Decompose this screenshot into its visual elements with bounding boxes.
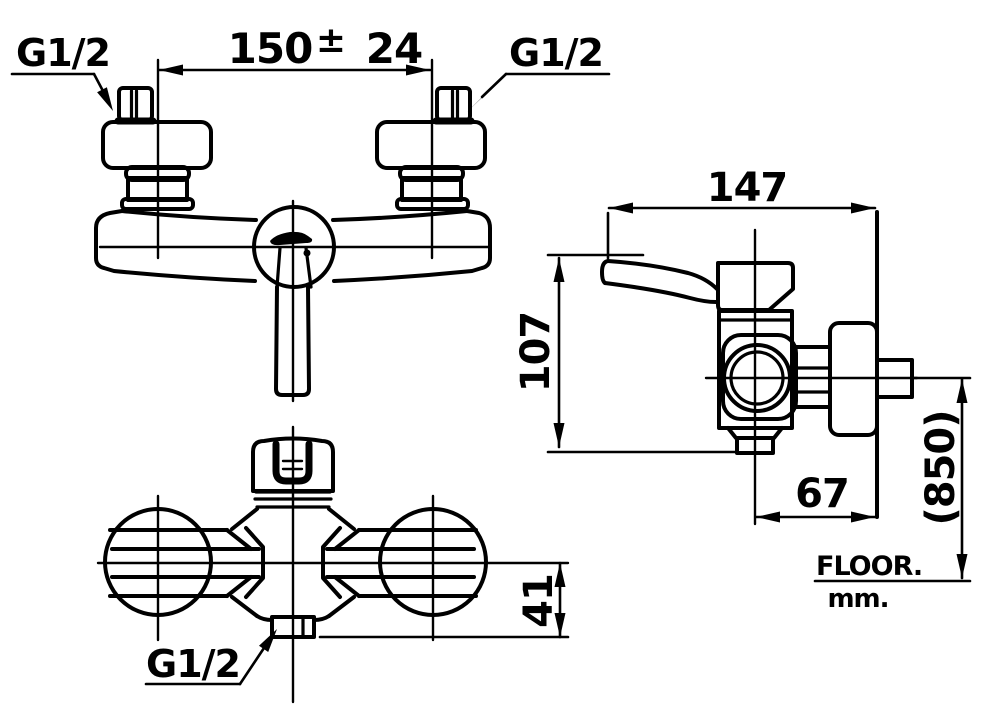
lever-tip xyxy=(600,259,610,285)
dim-mounting-height-value: (850) xyxy=(918,410,964,525)
taper-edge xyxy=(225,575,253,598)
leader-line xyxy=(92,72,105,93)
dim-center-distance-tolerance: 24 xyxy=(366,24,422,73)
lever-cap xyxy=(716,261,795,312)
taper-edge xyxy=(333,528,361,551)
hub-flare xyxy=(230,595,259,618)
leader-arrowhead xyxy=(467,91,488,112)
lever-bottom-edge xyxy=(603,281,718,304)
arrowhead-right xyxy=(851,511,875,523)
dim-center-distance-value: 150 xyxy=(228,24,313,73)
handle-taper-right xyxy=(304,246,313,289)
dim-center-distance-plusminus: ± xyxy=(316,20,346,61)
side-body xyxy=(717,309,798,455)
arrowhead-up xyxy=(553,258,565,282)
dim-outlet-to-wall-value: 67 xyxy=(795,471,849,517)
hub-flare xyxy=(327,595,356,618)
leader-line xyxy=(480,72,508,99)
dim-overall-depth-value: 147 xyxy=(707,165,788,211)
body-top-edge-left xyxy=(120,209,258,222)
body-right-outline xyxy=(332,209,492,283)
dimension-overall-depth: 147 xyxy=(606,165,877,260)
taper-edge xyxy=(333,575,361,598)
arrowhead-right xyxy=(851,202,875,214)
plan-body-lines xyxy=(108,507,478,618)
arrowhead-down xyxy=(554,613,566,637)
leader-line xyxy=(238,646,266,686)
hub-flare xyxy=(327,507,356,531)
leader-arrowhead xyxy=(259,629,277,652)
arrowhead-left xyxy=(756,511,780,523)
dimension-outlet-to-wall: 67 xyxy=(754,471,877,523)
dim-body-height-value: 107 xyxy=(513,312,559,393)
arrowhead-down xyxy=(553,423,565,447)
lever-end-blob xyxy=(270,231,313,246)
arrowhead-right xyxy=(406,64,430,76)
floor-label: FLOOR. xyxy=(816,551,922,582)
handle-taper-left xyxy=(275,246,282,289)
plan-handle-knob xyxy=(251,436,335,493)
body-left-outline xyxy=(94,209,257,283)
label-inlet-left: G1/2 xyxy=(10,31,113,111)
dimension-mounting-height: (850) xyxy=(910,376,972,580)
outlet-thread-label: G1/2 xyxy=(146,642,240,686)
outlet-fillet xyxy=(255,614,274,622)
body-top-edge-right xyxy=(331,209,469,222)
floor-annotation: FLOOR. mm. xyxy=(813,551,972,614)
units-label: mm. xyxy=(827,584,888,614)
arrowhead-down xyxy=(956,554,968,578)
taper-edge xyxy=(225,528,253,551)
leader-arrowhead xyxy=(97,87,113,111)
label-outlet: G1/2 xyxy=(144,629,277,686)
outlet-fillet xyxy=(312,614,331,622)
lever-top-edge xyxy=(606,259,719,291)
arrowhead-up xyxy=(554,563,566,587)
arrowhead-left xyxy=(609,202,633,214)
hub-flare xyxy=(230,507,259,531)
arrowhead-up xyxy=(956,379,968,403)
dim-outlet-drop-value: 41 xyxy=(516,574,562,628)
dimension-center-distance: 150 ± 24 xyxy=(157,20,432,76)
inlet-left-thread-label: G1/2 xyxy=(16,31,110,75)
dimension-body-height: 107 xyxy=(513,253,738,454)
arrowhead-left xyxy=(159,64,183,76)
inlet-right-thread-label: G1/2 xyxy=(509,31,603,75)
dimension-outlet-drop: 41 xyxy=(318,561,570,639)
plan-view xyxy=(96,425,570,704)
label-inlet-right: G1/2 xyxy=(467,31,611,112)
side-view xyxy=(600,210,919,526)
side-lever-handle xyxy=(600,259,795,312)
front-view xyxy=(94,58,492,403)
